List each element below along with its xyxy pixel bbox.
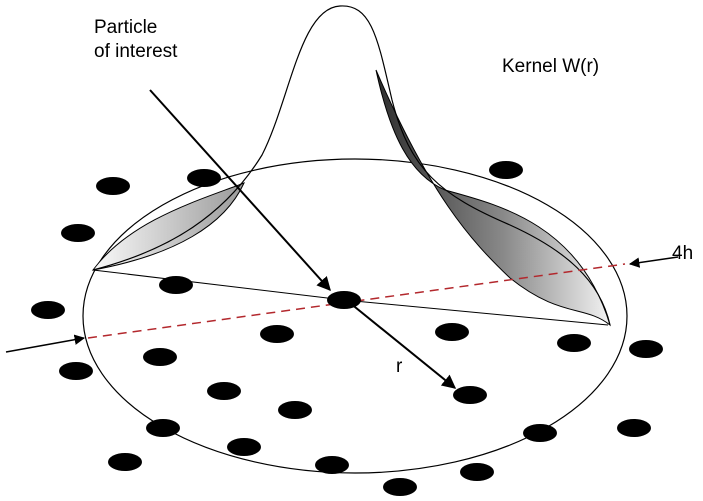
support-diameter-line	[92, 269, 345, 301]
particle	[260, 325, 294, 343]
particle	[108, 453, 142, 471]
particle	[383, 478, 417, 496]
particle	[187, 169, 221, 187]
particle	[453, 386, 487, 404]
particle-label-line2: of interest	[94, 41, 178, 62]
kernel-left-shade	[91, 182, 245, 271]
particle-label-line1: Particle	[94, 17, 158, 38]
kernel-label: Kernel W(r)	[502, 56, 600, 77]
particle	[617, 419, 651, 437]
particle	[435, 323, 469, 341]
particle	[146, 419, 180, 437]
particle-of-interest	[327, 291, 361, 309]
radius-arrow	[349, 302, 457, 389]
support-diameter-line	[343, 299, 609, 326]
particle	[557, 334, 591, 352]
particle	[31, 301, 65, 319]
particle	[460, 463, 494, 481]
radius-label: r	[396, 356, 403, 377]
particle	[159, 276, 193, 294]
width-arrow-left	[5, 334, 86, 353]
particle	[207, 382, 241, 400]
width-label: 4h	[672, 243, 694, 264]
particle-pointer-arrow	[149, 89, 331, 292]
particle	[629, 340, 663, 358]
particle	[523, 424, 557, 442]
particle	[489, 161, 523, 179]
particle	[278, 401, 312, 419]
particle	[315, 456, 349, 474]
particle	[227, 438, 261, 456]
particle	[61, 224, 95, 242]
width-arrow-right	[628, 256, 679, 268]
kernel-support-circle	[82, 158, 628, 474]
particle	[96, 177, 130, 195]
kernel-right-shade	[375, 69, 611, 327]
particle	[143, 348, 177, 366]
neighbour-particles	[31, 161, 663, 496]
particle	[59, 362, 93, 380]
